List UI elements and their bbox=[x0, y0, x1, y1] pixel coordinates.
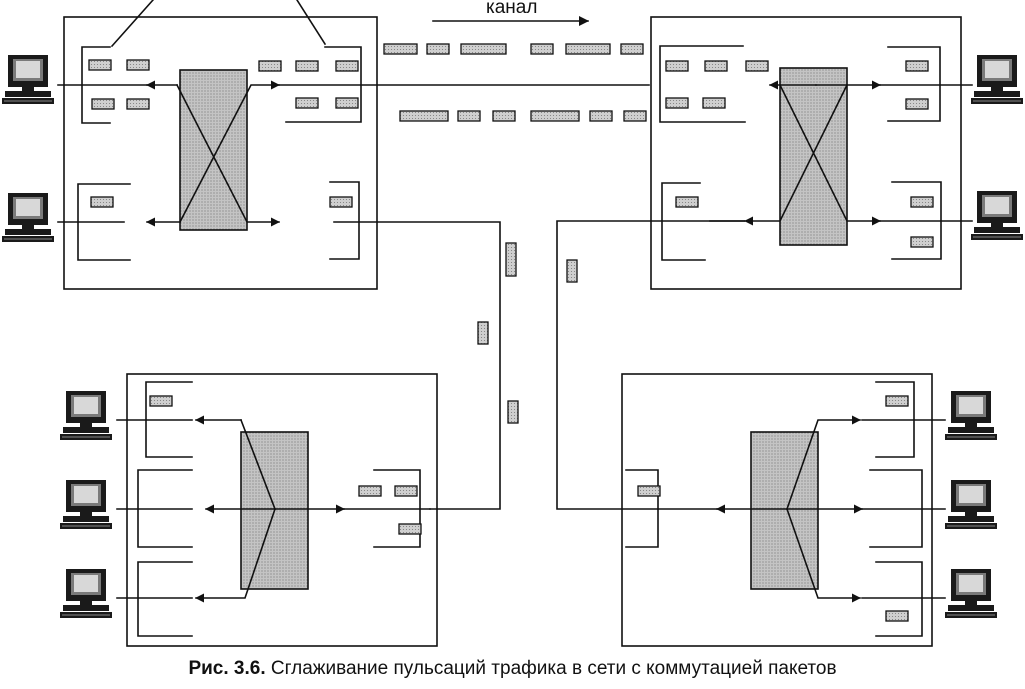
caption-text: Сглаживание пульсаций трафика в сети с к… bbox=[270, 658, 837, 679]
packet bbox=[885, 610, 909, 622]
packet bbox=[460, 43, 507, 55]
packet bbox=[885, 395, 909, 407]
packet bbox=[258, 60, 282, 72]
node-frame bbox=[126, 373, 438, 647]
switch-fabric bbox=[750, 431, 819, 590]
computer-icon bbox=[970, 190, 1024, 241]
packet bbox=[329, 196, 353, 208]
packet bbox=[335, 97, 359, 109]
packet bbox=[637, 485, 661, 497]
packet bbox=[905, 98, 929, 110]
computer-icon bbox=[59, 479, 113, 530]
packet bbox=[505, 242, 517, 277]
port-buffer bbox=[329, 181, 360, 260]
packet bbox=[530, 110, 580, 122]
computer-icon bbox=[59, 568, 113, 619]
packet bbox=[358, 485, 382, 497]
node-frame bbox=[621, 373, 933, 647]
computer-icon bbox=[944, 390, 998, 441]
packet bbox=[905, 60, 929, 72]
packet bbox=[665, 97, 689, 109]
switch-bottom-left bbox=[116, 373, 438, 647]
node-frame bbox=[650, 16, 962, 290]
packet bbox=[623, 110, 647, 122]
packet bbox=[295, 97, 319, 109]
computer-icon bbox=[970, 54, 1024, 105]
packet bbox=[665, 60, 689, 72]
packet bbox=[530, 43, 554, 55]
packet bbox=[477, 321, 489, 345]
packet bbox=[90, 196, 114, 208]
computers bbox=[1, 54, 1024, 619]
port-buffer bbox=[137, 561, 193, 637]
packet bbox=[910, 236, 934, 248]
packet bbox=[675, 196, 699, 208]
packet bbox=[620, 43, 644, 55]
packet bbox=[295, 60, 319, 72]
packet bbox=[383, 43, 418, 55]
packet bbox=[126, 59, 150, 71]
packet bbox=[702, 97, 726, 109]
computer-icon bbox=[944, 568, 998, 619]
packet bbox=[426, 43, 450, 55]
figure-caption: Рис. 3.6. Сглаживание пульсаций трафика … bbox=[0, 658, 1025, 680]
packet bbox=[745, 60, 769, 72]
switch-bottom-right bbox=[621, 373, 946, 647]
computer-icon bbox=[944, 479, 998, 530]
packet bbox=[910, 196, 934, 208]
packet bbox=[394, 485, 418, 497]
packet bbox=[492, 110, 516, 122]
port-buffer bbox=[875, 561, 923, 637]
packet bbox=[398, 523, 422, 535]
packet bbox=[91, 98, 115, 110]
packets bbox=[88, 43, 934, 622]
channel-label: канал bbox=[486, 0, 537, 18]
computer-icon bbox=[1, 54, 55, 105]
packet bbox=[589, 110, 613, 122]
packet bbox=[126, 98, 150, 110]
packet bbox=[566, 259, 578, 283]
packet bbox=[88, 59, 112, 71]
switch-fabric bbox=[779, 67, 848, 246]
node-frame bbox=[63, 16, 378, 290]
switch-fabric bbox=[179, 69, 248, 231]
packet bbox=[507, 400, 519, 424]
packet bbox=[457, 110, 481, 122]
caption-number: Рис. 3.6. bbox=[188, 658, 266, 679]
computer-icon bbox=[59, 390, 113, 441]
packet bbox=[399, 110, 449, 122]
port-buffer bbox=[659, 45, 746, 123]
packet bbox=[149, 395, 173, 407]
port-buffer bbox=[887, 46, 941, 122]
packet bbox=[704, 60, 728, 72]
switch-top-right bbox=[556, 16, 973, 510]
switch-top-left bbox=[57, 0, 650, 510]
packet bbox=[335, 60, 359, 72]
computer-icon bbox=[1, 192, 55, 243]
packet bbox=[565, 43, 611, 55]
